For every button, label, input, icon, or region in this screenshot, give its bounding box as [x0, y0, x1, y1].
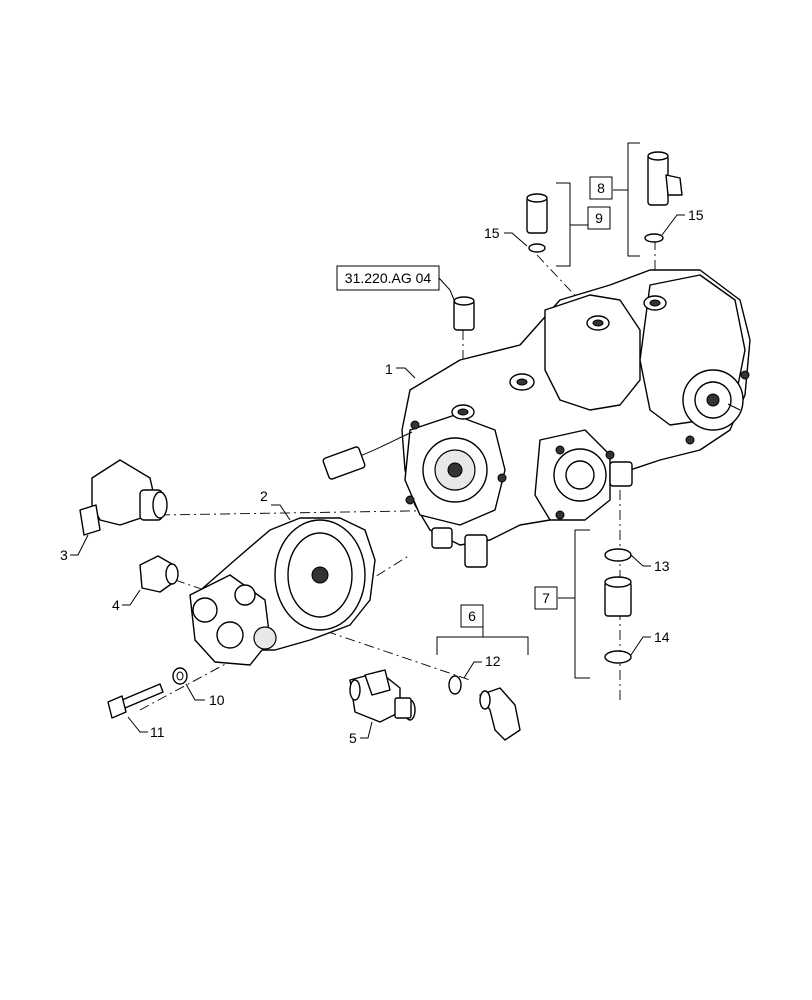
callout-3: 3: [60, 547, 68, 563]
leader-2: [271, 504, 291, 521]
leader-15b: [661, 214, 685, 236]
leader-3: [70, 534, 89, 556]
leader-15a: [504, 232, 528, 247]
bracket-9: [556, 182, 588, 267]
part-5-tee-fitting: [349, 669, 416, 723]
callout-9-box: 9: [587, 206, 611, 230]
part-7-adapter: [604, 548, 632, 664]
callout-13: 13: [654, 558, 670, 574]
reference-box[interactable]: 31.220.AG 04: [336, 265, 456, 303]
callout-10: 10: [209, 692, 225, 708]
callout-5: 5: [349, 730, 357, 746]
elbow-fitting: [479, 687, 521, 741]
callout-4: 4: [112, 597, 120, 613]
callout-2: 2: [260, 488, 268, 504]
main-pump-assembly: [322, 269, 751, 568]
callout-1: 1: [385, 361, 393, 377]
leader-4: [122, 589, 141, 606]
callout-15a: 15: [484, 225, 500, 241]
callout-7: 7: [542, 590, 550, 606]
callout-6: 6: [468, 608, 476, 624]
callout-11: 11: [150, 724, 165, 740]
callout-8-box: 8: [589, 176, 613, 200]
part-8-tee-fitting: [644, 151, 683, 243]
callout-7-box: 7: [534, 586, 558, 610]
part-4-plug: [139, 555, 179, 593]
bracket-8: [613, 142, 640, 257]
callout-12: 12: [485, 653, 501, 669]
part-10-washer: [172, 667, 188, 685]
bracket-6: [436, 623, 529, 655]
leader-1: [396, 367, 416, 379]
part-12-oring: [448, 675, 462, 695]
part-11-bolt: [107, 683, 164, 719]
callout-15b: 15: [688, 207, 704, 223]
leader-5: [360, 721, 373, 739]
bracket-7: [558, 529, 590, 679]
callout-8: 8: [597, 180, 605, 196]
callout-14: 14: [654, 629, 670, 645]
part-9-fitting: [526, 193, 548, 253]
leader-12: [463, 661, 482, 679]
reference-box-label: 31.220.AG 04: [345, 270, 432, 286]
callout-6-box: 6: [460, 604, 484, 628]
leader-14: [630, 636, 651, 656]
callout-9: 9: [595, 210, 603, 226]
leader-10: [185, 683, 205, 701]
motor-pump: [189, 517, 376, 666]
reference-fitting: [453, 296, 475, 331]
leader-13: [630, 554, 651, 567]
leader-11: [127, 716, 148, 733]
part-3-fitting: [79, 459, 168, 536]
